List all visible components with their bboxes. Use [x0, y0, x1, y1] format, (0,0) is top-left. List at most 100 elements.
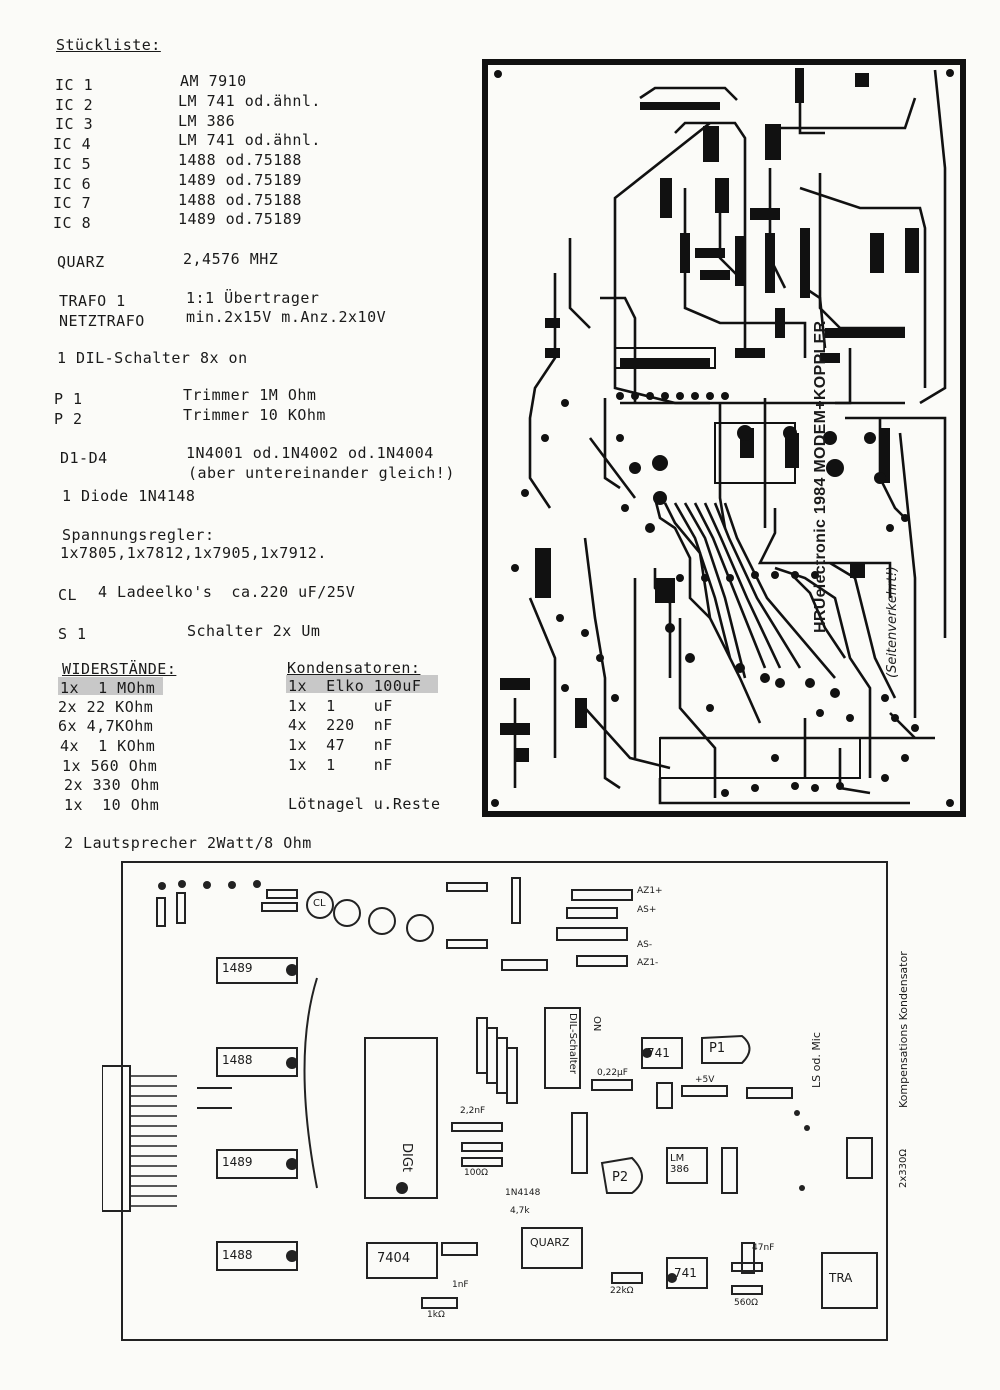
pcb-ic-outline — [614, 347, 861, 779]
diodes-ref: D1-D4 — [60, 449, 108, 467]
ic-value: 1488 od.75188 — [178, 151, 302, 169]
netztrafo-ref: NETZTRAFO — [59, 312, 145, 330]
diode-1n4148: 1 Diode 1N4148 — [62, 487, 196, 505]
misc-label: 560Ω — [734, 1298, 759, 1308]
cap-item: 1x 1 nF — [288, 756, 393, 774]
misc-label: 1kΩ — [427, 1310, 445, 1320]
ic-value: AM 7910 — [180, 72, 247, 90]
cap-item: 1x 47 nF — [288, 736, 393, 754]
ic-label: 741 — [674, 1266, 697, 1280]
pin-label: AS- — [637, 940, 653, 950]
layout-dots — [158, 880, 810, 1283]
misc-label: 4,7k — [510, 1206, 530, 1216]
connector-pins — [130, 1075, 177, 1207]
regler-title: Spannungsregler: — [62, 526, 215, 544]
ic-label: 1489 — [222, 961, 253, 975]
ic-label: DIGt — [399, 1143, 414, 1173]
resistor-item: 4x 1 KOhm — [60, 737, 156, 755]
ic-label: LM 386 — [670, 1153, 690, 1175]
dil-switch: 1 DIL-Schalter 8x on — [57, 349, 248, 367]
connector — [101, 1065, 131, 1212]
ic-value: 1489 od.75189 — [178, 171, 302, 189]
layout-svg — [101, 861, 888, 1341]
netztrafo-value: min.2x15V m.Anz.2x10V — [186, 308, 387, 326]
komp-label: Kompensations Kondensator — [897, 951, 910, 1108]
ic-label: 1488 — [222, 1248, 253, 1262]
pin-label: AZ1- — [637, 958, 659, 968]
ic-value: LM 386 — [178, 112, 236, 130]
pcb-svg — [482, 59, 966, 817]
pcb-vertical-label: HRUelectronic 1984 MODEM+KOPPLER — [812, 320, 829, 633]
misc-label: 100Ω — [464, 1168, 489, 1178]
trafo1-ref: TRAFO 1 — [59, 292, 126, 310]
quarz-ref: QUARZ — [57, 253, 105, 271]
tra-label: TRA — [829, 1271, 853, 1285]
p2-ref: P 2 — [54, 410, 83, 428]
parts-list-title: Stückliste: — [56, 36, 161, 54]
ic-ref: IC 1 — [55, 76, 94, 94]
ic-label: 1489 — [222, 1155, 253, 1169]
layout-border — [121, 861, 888, 1341]
ic-value: LM 741 od.ähnl. — [178, 92, 321, 110]
quarz-value: 2,4576 MHZ — [183, 250, 279, 268]
pcb-border — [482, 59, 966, 817]
ic-ref: IC 7 — [53, 194, 92, 212]
highlight — [286, 675, 438, 693]
pin-label: AZ1+ — [637, 886, 663, 896]
ic-label: 7404 — [377, 1251, 411, 1266]
r330-label: 2x330Ω — [898, 1148, 909, 1188]
ic-ref: IC 8 — [53, 214, 92, 232]
pcb-pads — [491, 68, 954, 807]
misc-label: 1N4148 — [505, 1188, 541, 1198]
p1-label: P1 — [709, 1041, 726, 1056]
misc-label: 2,2nF — [460, 1106, 486, 1116]
trafo1-value: 1:1 Übertrager — [186, 289, 320, 307]
pcb-artwork: HRUelectronic 1984 MODEM+KOPPLER (Seiten… — [475, 58, 970, 823]
cl-ref: CL — [58, 586, 78, 604]
layout-parts — [156, 877, 878, 1309]
resistor-item: 1x 10 Ohm — [64, 796, 160, 814]
ic-ref: IC 3 — [55, 115, 94, 133]
dil-label: DIL-Schalter — [567, 1013, 578, 1074]
ic-ref: IC 6 — [53, 175, 92, 193]
caps-title: Kondensatoren: — [287, 659, 421, 677]
on-label: ON — [591, 1016, 602, 1032]
rest-item: Lötnagel u.Reste — [288, 795, 441, 813]
cap-item: 1x Elko 100uF — [288, 677, 422, 695]
misc-label: CL — [313, 898, 326, 909]
ic-ref: IC 4 — [53, 135, 92, 153]
s1-value: Schalter 2x Um — [187, 622, 321, 640]
cap-item: 4x 220 nF — [288, 716, 393, 734]
misc-label: 22kΩ — [610, 1286, 634, 1296]
ic-value: 1488 od.75188 — [178, 191, 302, 209]
misc-label: 1nF — [452, 1280, 469, 1290]
resistor-item: 1x 560 Ohm — [62, 757, 158, 775]
ic-ref: IC 2 — [55, 96, 94, 114]
pcb-note: (Seitenverkehrt!) — [885, 566, 900, 678]
pin-label: AS+ — [637, 905, 657, 915]
ls-label: LS od. Mic — [810, 1032, 823, 1088]
resistor-item: 6x 4,7KOhm — [58, 717, 154, 735]
resistor-item: 2x 22 KOhm — [58, 698, 154, 716]
p2-label: P2 — [612, 1170, 629, 1185]
p1-value: Trimmer 1M Ohm — [183, 386, 317, 404]
cl-value: 4 Ladeelko's ca.220 uF/25V — [98, 583, 356, 601]
diodes-value: 1N4001 od.1N4002 od.1N4004 — [186, 444, 434, 462]
regler-value: 1x7805,1x7812,1x7905,1x7912. — [60, 544, 327, 562]
highlight — [58, 677, 163, 695]
misc-label: 0,22µF — [597, 1068, 628, 1078]
resistor-item: 2x 330 Ohm — [64, 776, 160, 794]
component-layout: 1489 1488 1489 1488 DIGt 7404 741 741 LM… — [101, 858, 910, 1348]
ic-value: 1489 od.75189 — [178, 210, 302, 228]
resistor-item: 1x 1 MOhm — [60, 679, 156, 697]
ic-value: LM 741 od.ähnl. — [178, 131, 321, 149]
ic-label: 1488 — [222, 1053, 253, 1067]
diodes-note: (aber untereinander gleich!) — [188, 464, 455, 482]
p1-ref: P 1 — [54, 390, 83, 408]
quarz-label: QUARZ — [530, 1236, 570, 1249]
v5-label: +5V — [695, 1075, 715, 1085]
speaker-item: 2 Lautsprecher 2Watt/8 Ohm — [64, 834, 312, 852]
resistors-title: WIDERSTÄNDE: — [62, 660, 177, 678]
misc-label: 47nF — [752, 1243, 775, 1253]
cap-item: 1x 1 uF — [288, 697, 393, 715]
